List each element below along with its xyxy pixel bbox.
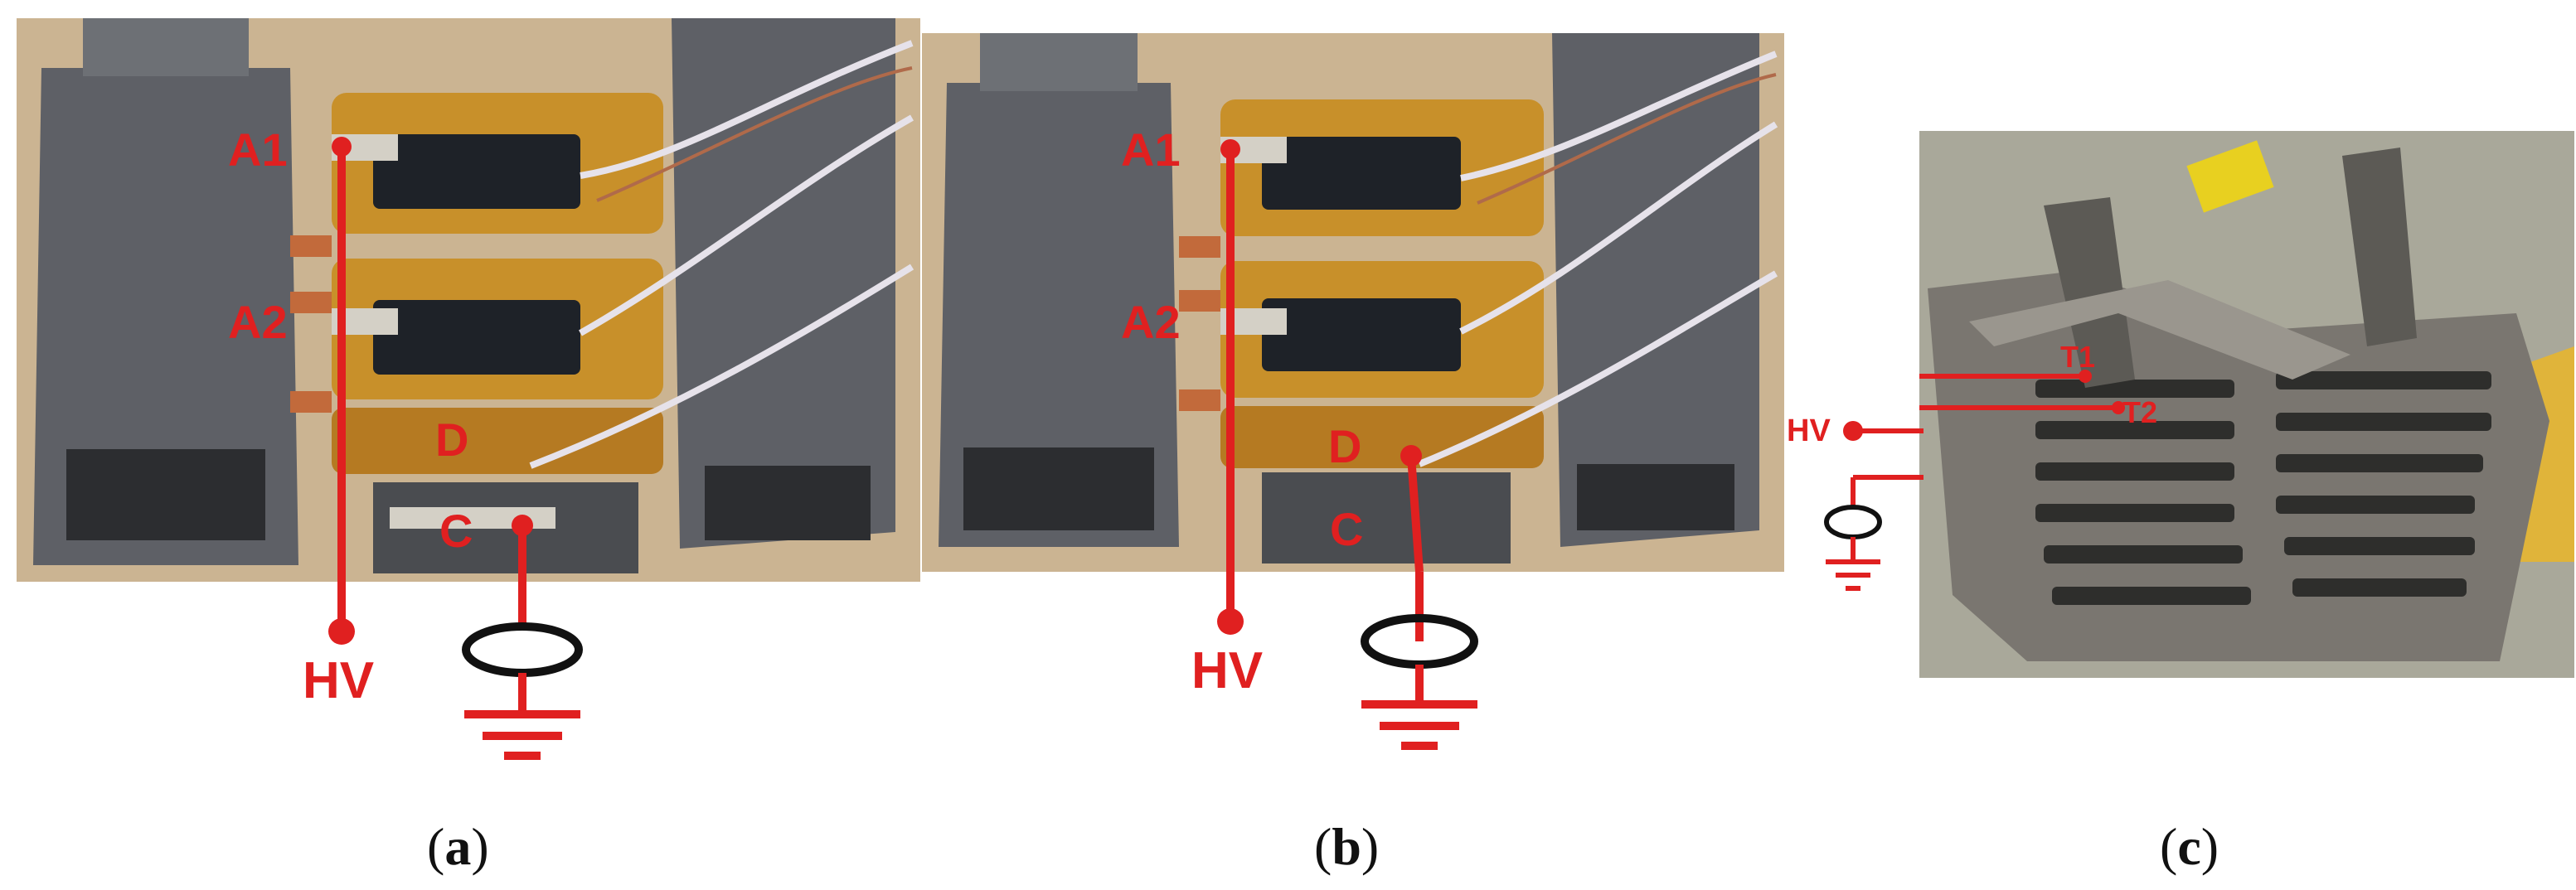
label-t2: T2 <box>2122 395 2157 429</box>
wire-bundle <box>580 40 914 179</box>
terminal-a1-dot <box>332 137 352 157</box>
right-housing-opening <box>1577 464 1734 530</box>
panel-b-annotation-overlay: HV <box>1191 572 1478 750</box>
caption-close-paren: ) <box>1361 817 1380 876</box>
panel-c-photo-svg: T1 T2 <box>1919 131 2574 678</box>
caption-close-paren: ) <box>2200 817 2219 876</box>
caption-letter: c <box>2177 817 2201 876</box>
hv-endpoint-dot <box>328 618 355 645</box>
current-probe-ring <box>462 622 583 677</box>
hv-endpoint-dot <box>1217 608 1244 635</box>
panel-b-photo-svg: A1 A2 D C <box>922 33 1784 572</box>
right-grey-housing <box>672 18 895 549</box>
label-c: C <box>439 505 473 557</box>
kapton-strip <box>2186 140 2274 213</box>
right-grey-housing <box>1552 33 1759 547</box>
wire-bundle <box>579 114 914 336</box>
terminal-c-dot <box>512 515 533 536</box>
current-probe-ring <box>1824 505 1882 539</box>
kapton-winding-bottom <box>1220 406 1544 468</box>
ground-connection-line <box>1407 455 1424 572</box>
black-potting-upper <box>1262 137 1461 210</box>
caption-open-paren: ( <box>2160 817 2178 876</box>
copper-pin <box>290 292 332 313</box>
wire-bundle <box>596 66 913 202</box>
label-hv: HV <box>1787 414 1831 448</box>
caption-a: (a) <box>427 816 489 878</box>
wire-bundle <box>529 264 914 469</box>
label-hv: HV <box>303 652 374 709</box>
caption-letter: a <box>444 817 472 876</box>
panel-b: A1 A2 D C <box>922 33 1784 572</box>
panel-c: T1 T2 <box>1919 131 2574 678</box>
kapton-winding-bottom <box>332 408 663 474</box>
terminal-a1-dot <box>1220 139 1240 159</box>
left-housing-opening <box>963 447 1154 530</box>
black-potting-upper <box>373 134 580 209</box>
wire-bundle <box>1459 121 1778 335</box>
black-potting-lower <box>1262 298 1461 371</box>
label-d: D <box>1328 420 1361 472</box>
label-a1: A1 <box>228 123 288 176</box>
caption-open-paren: ( <box>1314 817 1332 876</box>
copper-pin <box>290 391 332 413</box>
left-housing-top <box>83 18 249 76</box>
top-lip <box>1969 280 2350 380</box>
caption-letter: b <box>1332 817 1361 876</box>
label-t1: T1 <box>2060 340 2095 374</box>
panel-a-photo-svg: A1 A2 D C <box>17 18 920 582</box>
caption-open-paren: ( <box>427 817 445 876</box>
right-post <box>2342 148 2417 346</box>
wire-bundle <box>1418 270 1778 467</box>
label-a2: A2 <box>1121 296 1181 348</box>
caption-b: (b) <box>1314 816 1379 878</box>
label-a1: A1 <box>1121 123 1181 176</box>
right-housing-opening <box>705 466 871 540</box>
black-potting-lower <box>373 300 580 375</box>
channel-slots <box>2035 371 2491 605</box>
label-a2: A2 <box>228 296 288 348</box>
label-hv: HV <box>1191 642 1263 699</box>
copper-pin <box>1179 236 1220 258</box>
caption-close-paren: ) <box>471 817 489 876</box>
left-post <box>2044 197 2135 388</box>
left-housing-top <box>980 33 1138 91</box>
left-grey-housing <box>33 68 298 565</box>
bottom-center-block <box>1262 472 1511 564</box>
panel-a: A1 A2 D C <box>17 18 920 582</box>
copper-pin <box>290 235 332 257</box>
label-c: C <box>1330 503 1363 555</box>
left-housing-opening <box>66 449 265 540</box>
copper-pin <box>1179 389 1220 411</box>
terminal-d-dot <box>1400 445 1422 467</box>
panel-a-annotation-overlay: HV <box>303 582 583 760</box>
copper-pin <box>1179 290 1220 312</box>
label-d: D <box>435 414 468 466</box>
left-grey-housing <box>939 83 1179 547</box>
wire-bundle <box>1460 51 1778 181</box>
caption-c: (c) <box>2160 816 2219 878</box>
panel-c-annotation-overlay: HV <box>1787 414 1924 591</box>
wire-bundle <box>1477 73 1777 205</box>
